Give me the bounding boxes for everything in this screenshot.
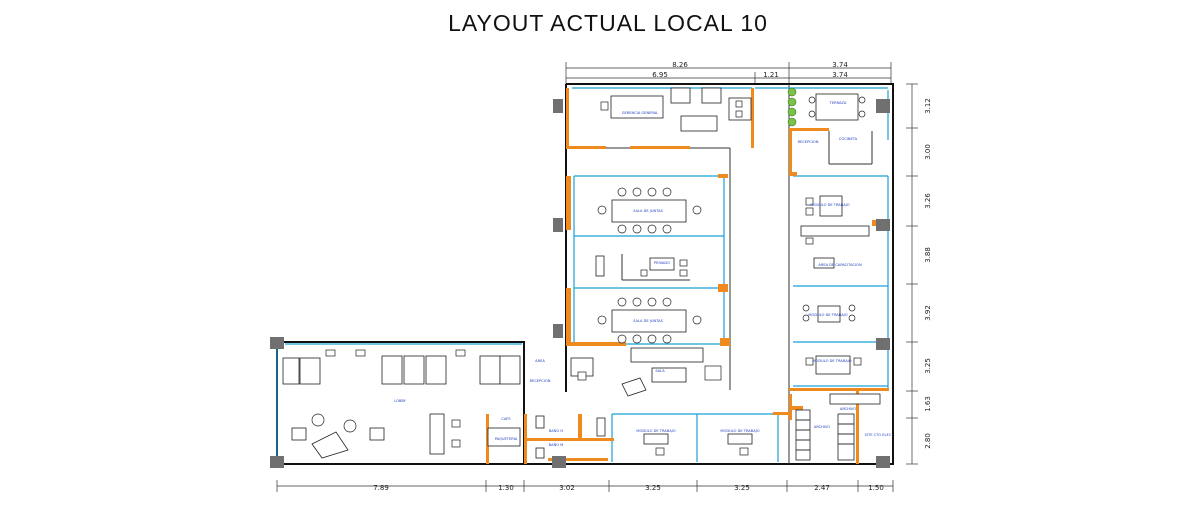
furniture-gerencia [600,87,752,132]
furniture-privado [595,254,690,281]
dim-bottom-2: 1.30 [498,484,514,492]
dim-bottom-7: 1.50 [868,484,884,492]
label-modulo-1: MODULO DE TRABAJO [810,203,849,207]
label-cocineta: COCINETA [839,137,858,141]
columns [270,99,890,468]
furniture-sala [570,347,722,397]
dim-top-sub-3: 3.74 [832,71,848,79]
label-modulo-3: MODULO DE TRABAJO [812,359,851,363]
label-terraza: TERRAZA [829,101,847,105]
dim-right-2: 3.00 [924,144,932,160]
dim-right-7: 1.63 [924,396,932,412]
label-gerencia: GERENCIA GENERAL [622,111,659,115]
top-dimensions: 8.26 3.74 6.95 1.21 3.74 [565,61,892,84]
furniture-sala-juntas-1 [597,187,702,234]
furniture-right-modules [800,195,870,375]
label-bano-h: BAÑO H [549,428,564,433]
label-recepcion: RECEPCION [798,140,819,144]
furniture-sala-juntas-2 [597,297,702,344]
label-sala-juntas-1: SALA DE JUNTAS [633,209,663,213]
label-modulo-5: MODULO DE TRABAJO [720,429,759,433]
dim-bottom-3: 3.02 [559,484,575,492]
dim-right-3: 3.26 [924,193,932,209]
dim-top-total-right: 3.74 [832,61,848,69]
dim-right-4: 3.88 [924,247,932,263]
label-bano-m: BAÑO M [549,442,564,447]
right-dimensions: 3.12 3.00 3.26 3.88 3.92 3.25 1.63 2.80 [906,83,932,465]
label-lobby: LOBBY [394,399,406,403]
label-site: SITE CTO ELEC [865,433,892,437]
bottom-dimensions: 7.89 1.30 3.02 3.25 3.25 2.47 1.50 [276,480,894,492]
label-modulo-2: MODULO DE TRABAJO [808,313,847,317]
dim-right-6: 3.25 [924,358,932,374]
room-labels: GERENCIA GENERAL TERRAZA RECEPCION COCIN… [394,101,892,447]
dim-bottom-4: 3.25 [645,484,661,492]
dim-bottom-5: 3.25 [734,484,750,492]
label-sala-juntas-2: SALA DE JUNTAS [633,319,663,323]
label-modulo-4: MODULO DE TRABAJO [636,429,675,433]
label-paqueteria: PAQUETERIA [495,437,518,441]
label-archivo-2: ARCHIVO [814,425,830,429]
dim-bottom-6: 2.47 [814,484,830,492]
label-recepcion-2: RECEPCION [530,379,551,383]
label-privado: PRIVADO [654,261,670,265]
glass-partitions [276,87,889,462]
dim-top-total-left: 8.26 [672,61,688,69]
orange-walls [486,88,889,464]
furniture-lobby [282,349,521,459]
label-sala: SALA [655,369,665,373]
label-archivo-1: ARCHIVO [840,407,856,411]
furniture-terraza [787,87,873,165]
page-title: LAYOUT ACTUAL LOCAL 10 [448,10,768,36]
dim-top-sub-1: 6.95 [652,71,668,79]
dim-bottom-1: 7.89 [373,484,389,492]
dim-right-1: 3.12 [924,98,932,114]
furniture-services [487,393,881,461]
dim-top-sub-2: 1.21 [763,71,779,79]
dim-right-8: 2.80 [924,433,932,449]
label-area-central: AREA DE CAPACITACION [818,263,862,267]
label-area-1: AREA [535,359,545,363]
label-cafe: CAFE [501,417,511,421]
dim-right-5: 3.92 [924,305,932,321]
